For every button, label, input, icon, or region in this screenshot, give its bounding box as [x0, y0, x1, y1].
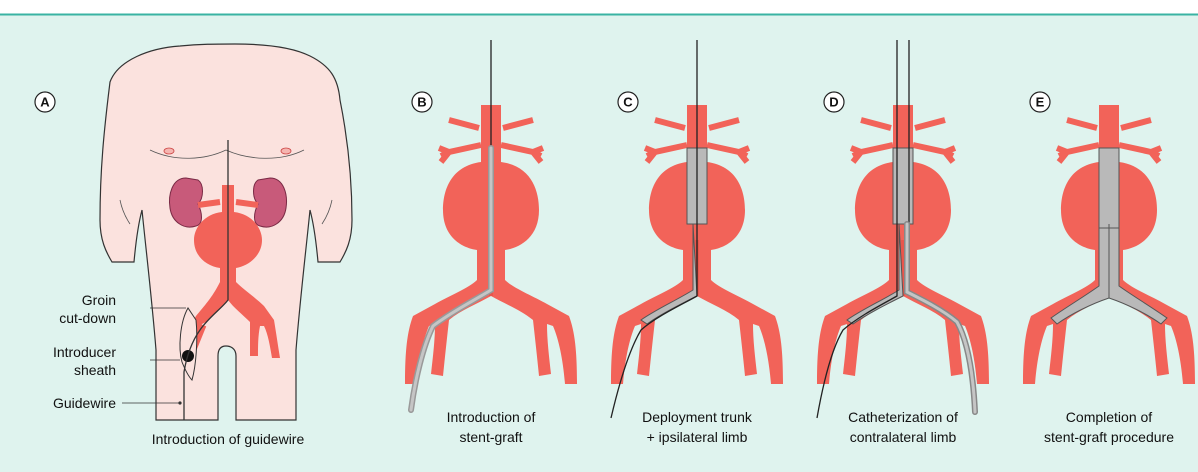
caption-e-line-1: Completion of	[1066, 409, 1152, 425]
kidney-right	[254, 178, 287, 227]
panel-letter-b: B	[417, 95, 426, 110]
kidney-left	[170, 178, 203, 227]
caption-b-line-1: Introduction of	[447, 409, 536, 425]
caption-d-line-1: Catheterization of	[848, 409, 958, 425]
caption-a-line-1: Introduction of guidewire	[152, 431, 305, 447]
callout-groin-2: cut-down	[59, 310, 116, 326]
nipple-left	[164, 148, 174, 154]
caption-c-line-2: + ipsilateral limb	[647, 429, 748, 445]
callout-sheath-2: sheath	[74, 362, 116, 378]
panel-letter-e: E	[1036, 95, 1045, 110]
callout-groin-1: Groin	[82, 292, 116, 308]
caption-c-line-1: Deployment trunk	[642, 409, 753, 425]
panel-letter-c: C	[623, 95, 633, 110]
callout-sheath-1: Introducer	[53, 344, 116, 360]
caption-d-line-2: contralateral limb	[850, 429, 957, 445]
panel-letter-d: D	[829, 95, 838, 110]
callout-guidewire: Guidewire	[53, 395, 116, 411]
caption-e-line-2: stent-graft procedure	[1044, 429, 1174, 445]
panel-letter-a: A	[40, 95, 50, 110]
nipple-right	[281, 148, 291, 154]
caption-b-line-2: stent-graft	[459, 429, 522, 445]
